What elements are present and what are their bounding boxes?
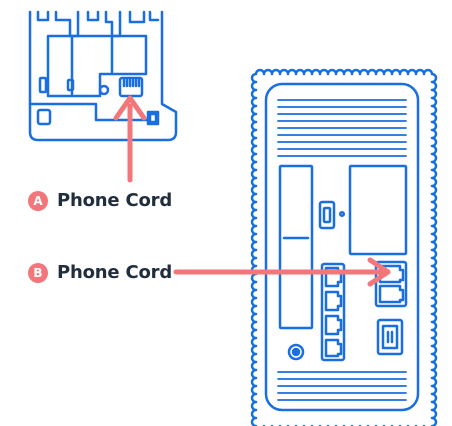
callout-a: A Phone Cord: [28, 190, 172, 211]
callout-b: B Phone Cord: [28, 262, 172, 283]
router-top-right-panel: [348, 164, 408, 256]
arrow-a: [113, 95, 147, 183]
arrow-b: [173, 257, 391, 287]
reset-button: [287, 343, 305, 361]
usb-port: [318, 200, 336, 230]
phone-ports: [374, 260, 408, 308]
label-b: Phone Cord: [57, 262, 173, 283]
ethernet-ports: [320, 262, 346, 362]
router: [250, 68, 438, 426]
router-bottom-vents: [277, 371, 407, 401]
router-top-vents: [277, 99, 407, 157]
badge-b: B: [28, 262, 48, 283]
label-a: Phone Cord: [57, 190, 173, 211]
badge-a: A: [28, 190, 48, 211]
phone-base-clips: [36, 10, 160, 38]
router-left-panel: [278, 164, 314, 330]
phone-base-body: [28, 10, 178, 142]
power-socket: [376, 318, 404, 356]
phone-base: [28, 10, 178, 142]
phone-base-tray: [46, 34, 148, 98]
router-wavy-border: [250, 68, 438, 426]
router-inner-frame: [264, 82, 420, 412]
